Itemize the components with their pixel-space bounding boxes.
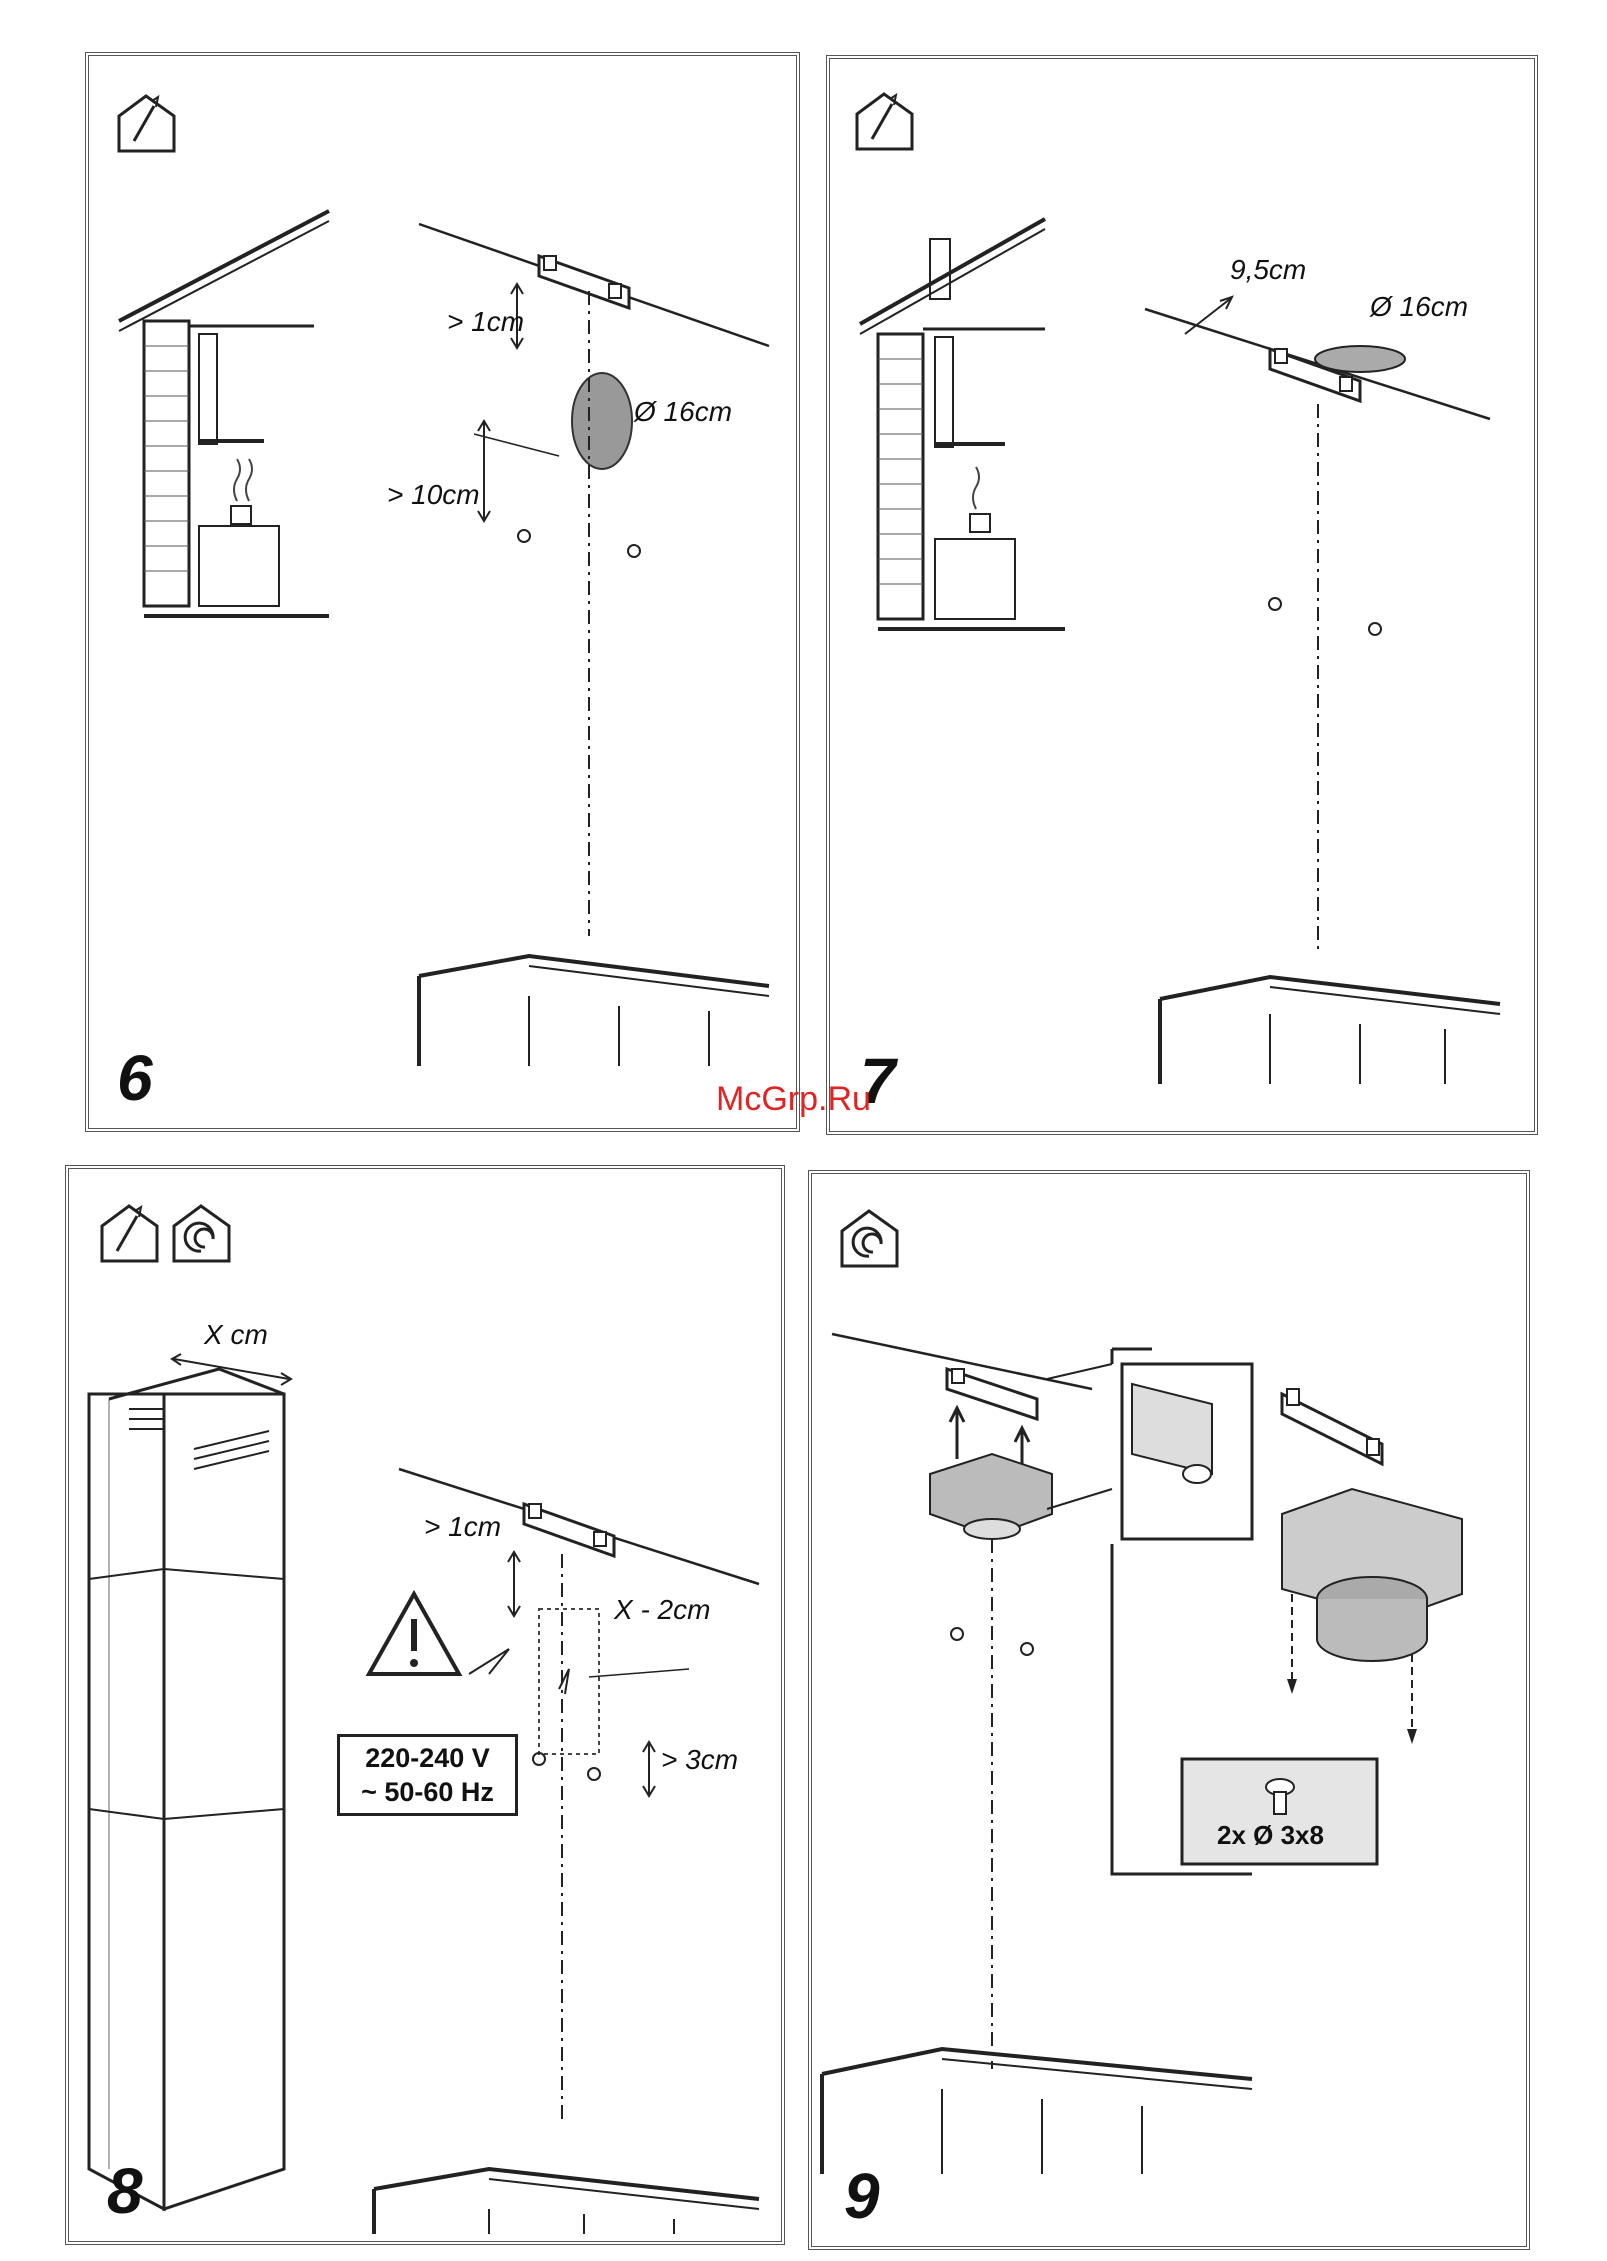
screw-mark xyxy=(628,545,640,557)
voltage-label: 220-240 V xyxy=(350,1741,505,1775)
house-cutaway-illustration xyxy=(860,219,1065,629)
cabinet-outline xyxy=(374,2169,759,2234)
diameter-label: Ø 16cm xyxy=(1370,291,1468,323)
diameter-label: Ø 16cm xyxy=(634,396,732,428)
panel-step-6: > 1cm Ø 16cm > 10cm 6 xyxy=(85,52,800,1132)
gap-top-label: > 1cm xyxy=(424,1511,501,1543)
duct-hole xyxy=(572,373,632,469)
chimney-cover-illustration xyxy=(89,1369,284,2209)
cabinet-outline xyxy=(419,956,769,1066)
panel-step-7: 9,5cm Ø 16cm 7 xyxy=(826,55,1538,1135)
house-cutaway-illustration xyxy=(119,211,329,616)
offset-label: 9,5cm xyxy=(1230,254,1306,286)
panel-8-drawing xyxy=(69,1169,781,2241)
screw-mark xyxy=(1021,1643,1033,1655)
mounting-bracket xyxy=(947,1369,1037,1419)
gap-bottom-label: > 10cm xyxy=(387,479,480,511)
panel-7-drawing xyxy=(830,59,1534,1131)
step-number: 9 xyxy=(844,2159,880,2233)
carbon-filter-box xyxy=(1282,1489,1462,1661)
panel-step-9: 2x Ø 3x8 9 xyxy=(808,1170,1530,2250)
socket-symbol xyxy=(559,1669,569,1694)
watermark: McGrp.Ru xyxy=(716,1080,871,1119)
house-chimney-icon xyxy=(857,94,912,149)
gap-bottom-label: > 3cm xyxy=(661,1744,738,1776)
house-chimney-icon xyxy=(119,96,174,151)
step-number: 8 xyxy=(107,2154,143,2228)
bracket-detail xyxy=(1282,1389,1382,1464)
house-recirculation-icon xyxy=(174,1206,229,1261)
panel-6-drawing xyxy=(89,56,796,1128)
screw-mark xyxy=(1369,623,1381,635)
warning-triangle-icon xyxy=(369,1594,459,1674)
frequency-label: ~ 50-60 Hz xyxy=(350,1775,505,1809)
screw-mark xyxy=(518,530,530,542)
width-label: X cm xyxy=(204,1319,268,1351)
screw-mark xyxy=(1269,598,1281,610)
mounting-bracket xyxy=(524,1504,614,1556)
screw-mark xyxy=(951,1628,963,1640)
mounting-bracket xyxy=(539,256,629,308)
screw-spec-label: 2x Ø 3x8 xyxy=(1217,1820,1324,1851)
house-chimney-icon xyxy=(102,1206,157,1261)
gap-top-label: > 1cm xyxy=(447,306,524,338)
duct-hole xyxy=(1315,346,1405,372)
step-number: 6 xyxy=(117,1041,153,1115)
voltage-warning-box: 220-240 V ~ 50-60 Hz xyxy=(337,1734,518,1816)
panel-9-drawing xyxy=(812,1174,1526,2246)
house-recirculation-icon xyxy=(842,1211,897,1266)
socket-zone xyxy=(539,1609,599,1754)
cabinet-outline xyxy=(822,2049,1252,2174)
filter-adapter-illustration xyxy=(930,1454,1052,1539)
socket-width-label: X - 2cm xyxy=(614,1594,710,1626)
screw-mark xyxy=(588,1768,600,1780)
cabinet-outline xyxy=(1160,977,1500,1084)
panel-step-8: X cm > 1cm X - 2cm > 3cm 220-240 V ~ 50-… xyxy=(65,1165,785,2245)
